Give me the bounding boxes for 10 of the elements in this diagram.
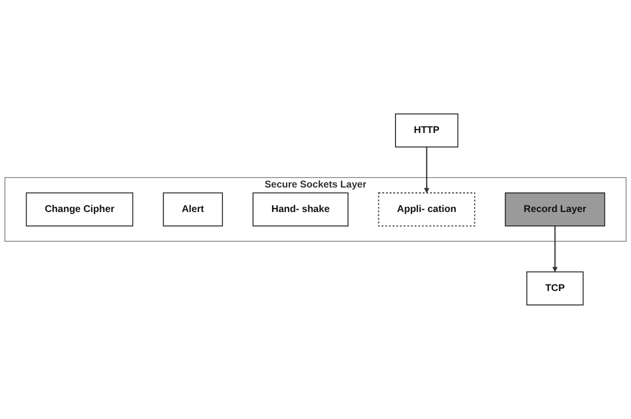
node-box: [26, 192, 134, 226]
arrow: [424, 147, 430, 194]
arrow: [552, 226, 558, 272]
node-box: [378, 192, 476, 226]
node-box: [252, 192, 348, 226]
cluster: [4, 177, 626, 242]
node-box: [162, 192, 223, 226]
node-box: [504, 192, 606, 226]
node-box: [395, 114, 458, 148]
node-box: [526, 271, 584, 306]
